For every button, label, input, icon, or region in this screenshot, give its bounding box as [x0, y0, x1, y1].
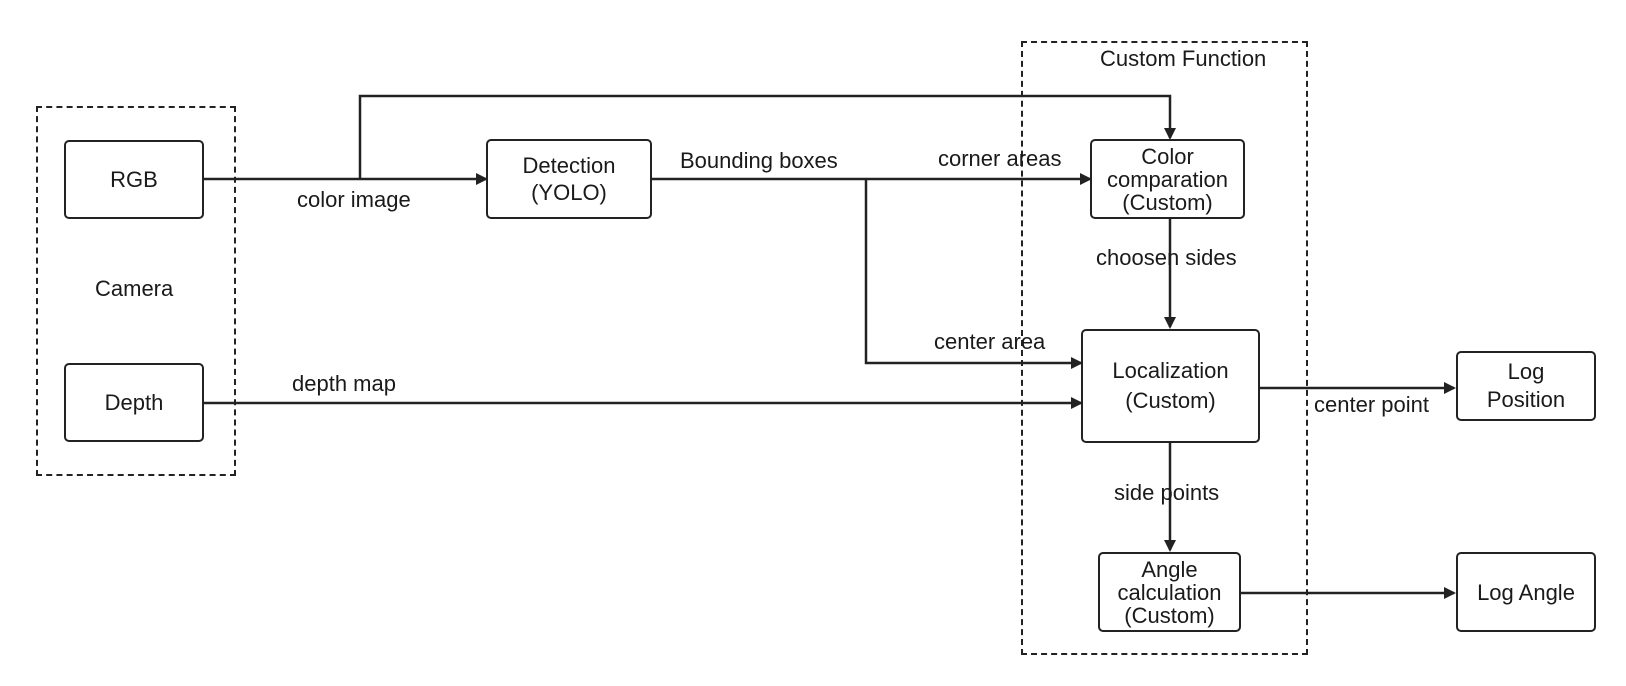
localization-node: Localization (Custom)	[1081, 329, 1260, 443]
log-position-node: Log Position	[1456, 351, 1596, 421]
log-position-line-2: Position	[1486, 387, 1566, 412]
color-comparation-node: Color comparation (Custom)	[1090, 139, 1245, 219]
edge-label-corner-areas: corner areas	[938, 146, 1062, 171]
localization-node-line-2: (Custom)	[1125, 388, 1216, 413]
log-angle-node: Log Angle	[1456, 552, 1596, 632]
edge-rgb-color	[358, 94, 1176, 179]
angle-node-line-2: calculation	[1117, 579, 1222, 605]
edge-label-depth-map: depth map	[292, 371, 396, 396]
rgb-node-label: RGB	[110, 167, 158, 192]
angle-node-line-3: (Custom)	[1124, 602, 1215, 628]
camera-group-label: Camera	[95, 276, 174, 301]
rgb-node: RGB	[64, 140, 204, 219]
edge-label-choosen-sides: choosen sides	[1096, 245, 1237, 270]
edge-label-color-image: color image	[297, 187, 411, 212]
log-angle-label: Log Angle	[1477, 579, 1575, 605]
angle-node-line-1: Angle	[1141, 556, 1198, 582]
edge-label-bounding-boxes: Bounding boxes	[680, 148, 838, 173]
localization-node-line-1: Localization	[1112, 358, 1229, 383]
edge-label-side-points: side points	[1114, 480, 1220, 505]
color-node-line-3: (Custom)	[1122, 189, 1213, 215]
custom-function-group-label: Custom Function	[1100, 46, 1267, 71]
depth-node-label: Depth	[104, 390, 164, 415]
edge-detection-localization	[864, 179, 1083, 369]
edge-label-center-point: center point	[1314, 392, 1429, 417]
depth-node: Depth	[64, 363, 204, 442]
camera-group	[36, 106, 236, 476]
detection-node-line-1: Detection	[522, 153, 616, 178]
detection-node: Detection (YOLO)	[486, 139, 652, 219]
custom-function-group	[1021, 41, 1308, 655]
log-position-line-1: Log	[1507, 359, 1545, 384]
color-node-line-1: Color	[1141, 143, 1194, 169]
angle-calculation-node: Angle calculation (Custom)	[1098, 552, 1241, 632]
color-node-line-2: comparation	[1106, 166, 1229, 192]
edge-label-center-area: center area	[934, 329, 1046, 354]
detection-node-line-2: (YOLO)	[531, 180, 607, 205]
